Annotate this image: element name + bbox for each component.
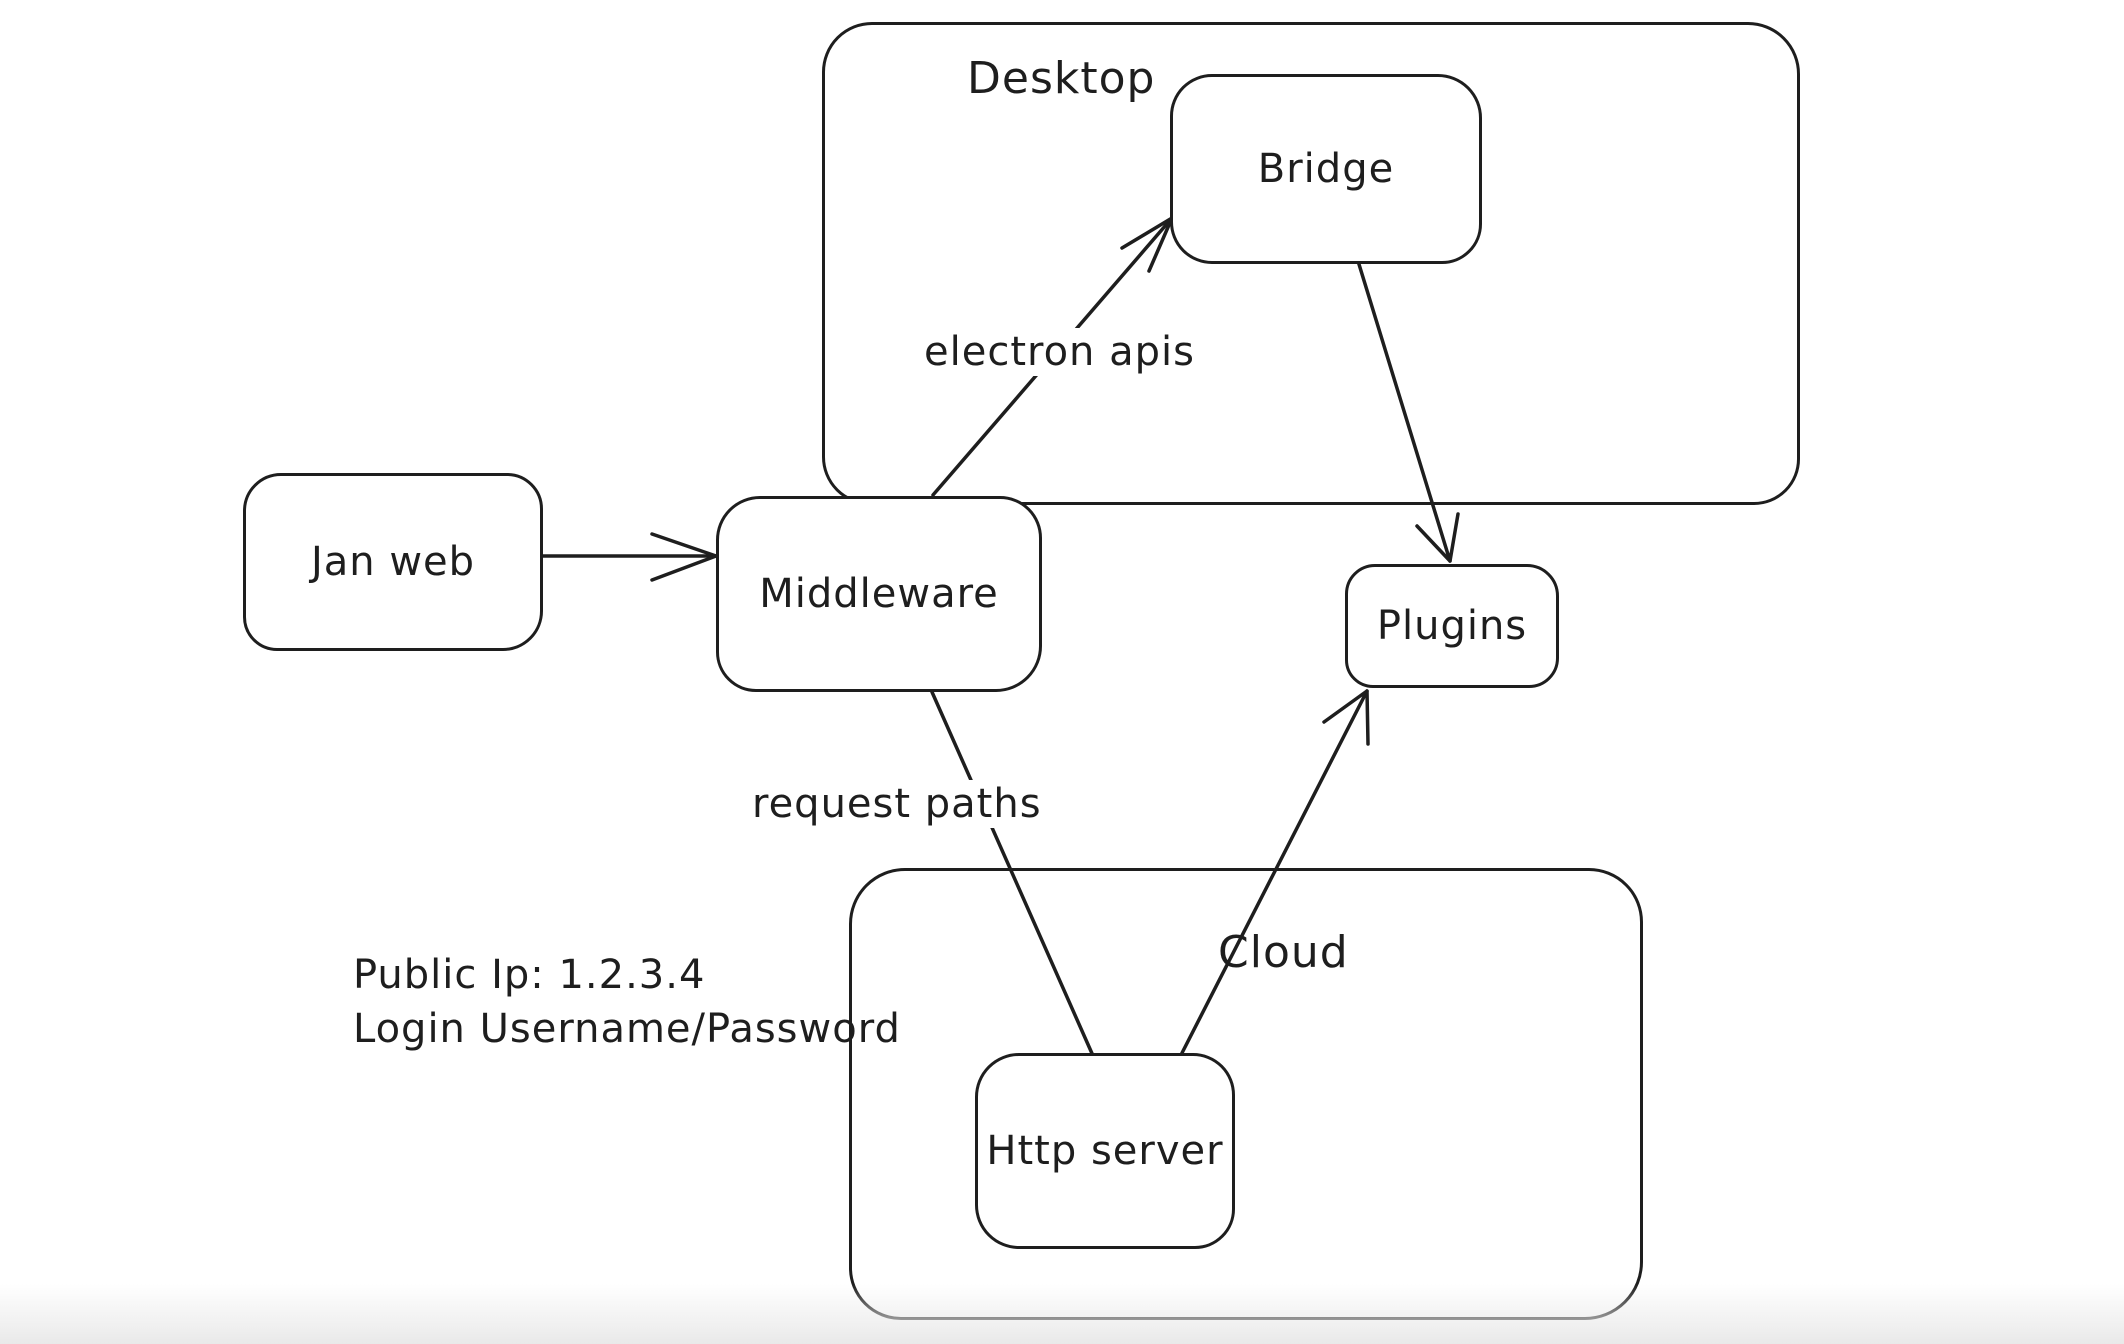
node-http-server-label: Http server [986, 1128, 1224, 1174]
annotation-public-ip[interactable]: Public Ip: 1.2.3.4 Login Username/Passwo… [353, 948, 901, 1056]
node-http-server[interactable]: Http server [975, 1053, 1235, 1249]
node-bridge[interactable]: Bridge [1170, 74, 1482, 264]
edge-label-electron-apis[interactable]: electron apis [916, 328, 1203, 376]
arrow-janweb-to-middleware[interactable] [541, 532, 718, 582]
container-cloud[interactable]: Cloud [849, 868, 1643, 1320]
node-middleware-label: Middleware [759, 571, 999, 617]
container-desktop-label: Desktop [967, 53, 1156, 104]
node-plugins[interactable]: Plugins [1345, 564, 1559, 688]
node-plugins-label: Plugins [1376, 603, 1528, 649]
edge-label-request-paths[interactable]: request paths [744, 780, 1050, 828]
node-jan-web-label: Jan web [310, 539, 476, 585]
node-middleware[interactable]: Middleware [716, 496, 1042, 692]
node-bridge-label: Bridge [1257, 146, 1395, 192]
annotation-line-1: Public Ip: 1.2.3.4 [353, 952, 706, 998]
node-jan-web[interactable]: Jan web [243, 473, 543, 651]
container-cloud-label: Cloud [1218, 927, 1349, 978]
annotation-line-2: Login Username/Password [353, 1006, 901, 1052]
